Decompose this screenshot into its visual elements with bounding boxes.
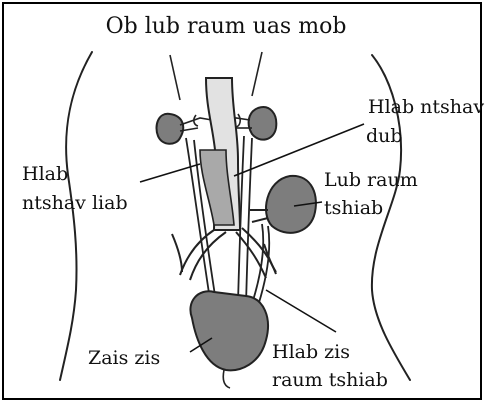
label-ureter-line2: raum tshiab <box>272 369 388 391</box>
label-artery-line1: Hlab ntshav <box>368 96 484 118</box>
diagram-title: Ob lub raum uas mob <box>106 14 347 39</box>
label-artery-line2: dub <box>366 125 403 147</box>
label-bladder: Zais zis <box>88 347 160 369</box>
label-vein-line1: Hlab <box>22 163 68 185</box>
label-kidney-line2: tshiab <box>324 197 383 219</box>
label-ureter-line1: Hlab zis <box>272 341 350 363</box>
label-kidney-line1: Lub raum <box>324 169 418 191</box>
label-vein-line2: ntshav liab <box>22 192 128 214</box>
